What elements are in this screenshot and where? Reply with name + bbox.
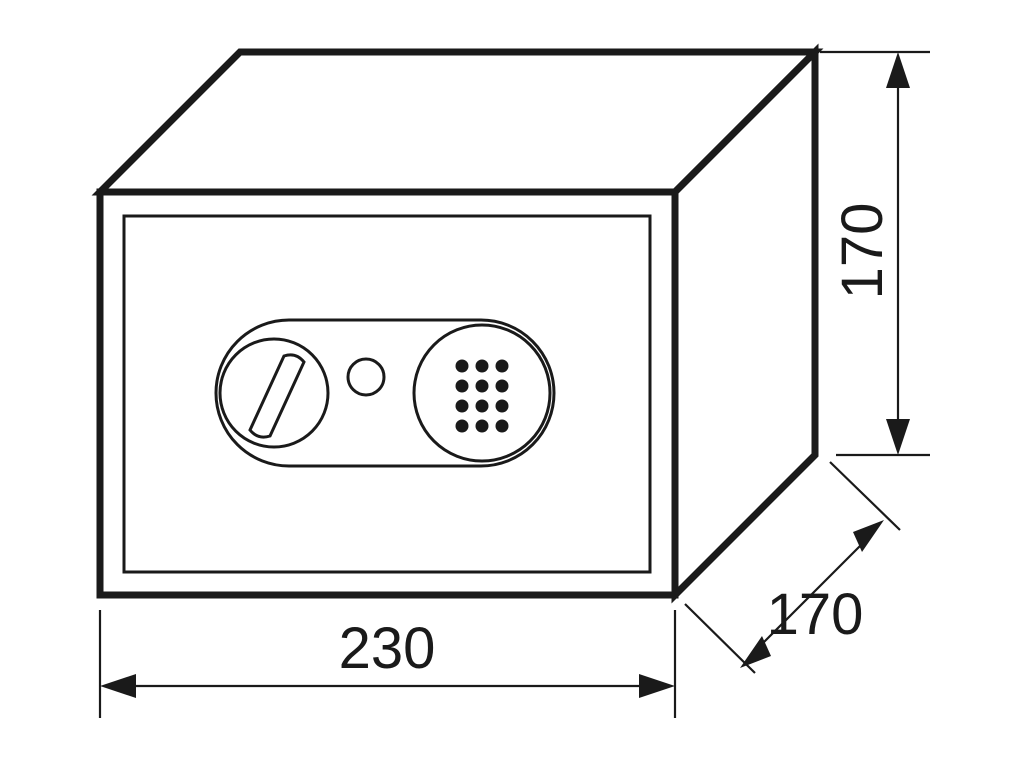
keypad-ring — [412, 323, 552, 463]
keypad-button — [495, 379, 509, 393]
depth-label: 170 — [767, 582, 864, 647]
keypad-button — [495, 419, 509, 433]
keypad-button — [455, 379, 469, 393]
keypad-button — [495, 399, 509, 413]
keypad-button — [455, 399, 469, 413]
depth-dimension: 170 — [684, 461, 901, 674]
keypad-button — [475, 379, 489, 393]
width-dimension: 230 — [98, 610, 677, 718]
control-panel-housing — [214, 318, 556, 468]
keypad-button — [495, 359, 509, 373]
key-lock-icon — [346, 357, 386, 397]
rotary-knob-icon — [218, 337, 330, 449]
keypad-button — [475, 399, 489, 413]
keypad-button — [475, 419, 489, 433]
height-label: 170 — [830, 203, 895, 300]
height-dimension: 170 — [820, 50, 930, 457]
safe-door-panel — [122, 214, 652, 574]
keypad-buttons — [455, 359, 509, 433]
keypad-button — [455, 419, 469, 433]
keypad-button — [455, 359, 469, 373]
keypad-button — [475, 359, 489, 373]
safe-front-face — [96, 188, 679, 599]
width-label: 230 — [339, 616, 436, 681]
